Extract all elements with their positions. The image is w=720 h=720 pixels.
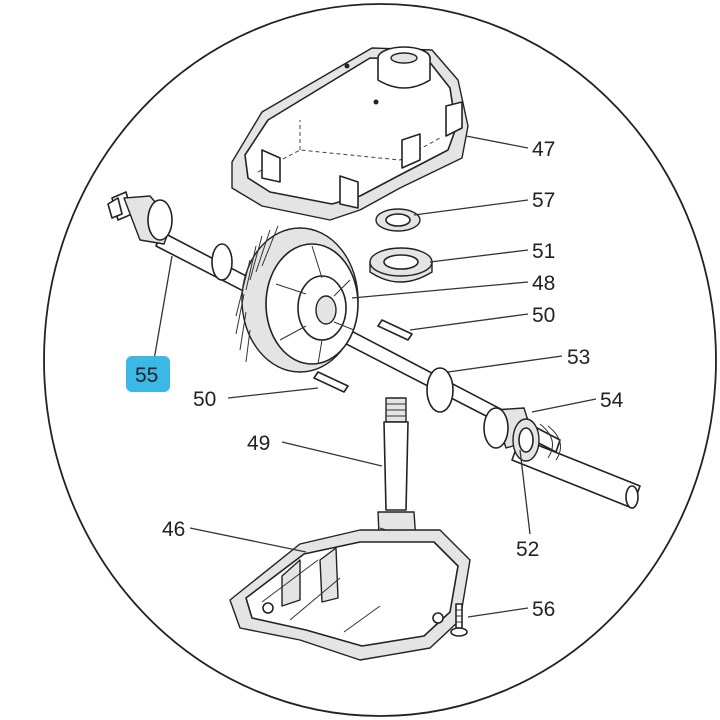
lower-housing-part bbox=[229, 529, 471, 661]
bevel-gear-part bbox=[235, 225, 359, 373]
callout-55: 55 bbox=[135, 364, 158, 387]
label-55-highlight bbox=[126, 356, 170, 392]
bearing-part bbox=[369, 247, 433, 283]
callout-54: 54 bbox=[600, 389, 624, 412]
screw-part bbox=[450, 603, 468, 637]
upper-housing-part bbox=[231, 46, 469, 221]
callout-51: 51 bbox=[532, 240, 555, 263]
shaft-end-bushing bbox=[107, 191, 173, 245]
callout-53: 53 bbox=[567, 346, 590, 369]
callout-57: 57 bbox=[532, 189, 555, 212]
callout-52: 52 bbox=[516, 538, 539, 561]
pin-lower-part bbox=[313, 371, 349, 393]
callout-48: 48 bbox=[532, 272, 555, 295]
callout-50-lower: 50 bbox=[193, 388, 216, 411]
seal-part bbox=[375, 208, 421, 232]
callout-49: 49 bbox=[247, 432, 270, 455]
leader-lines bbox=[153, 135, 597, 618]
callout-56: 56 bbox=[532, 598, 555, 621]
callout-46: 46 bbox=[162, 518, 185, 541]
ring-part bbox=[512, 418, 540, 462]
callout-50-upper: 50 bbox=[532, 304, 555, 327]
washer-left bbox=[211, 243, 233, 281]
callout-47: 47 bbox=[532, 138, 555, 161]
pin-upper-part bbox=[377, 319, 413, 341]
washer-part bbox=[426, 367, 454, 413]
